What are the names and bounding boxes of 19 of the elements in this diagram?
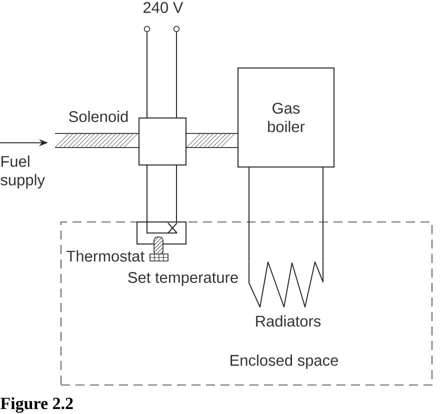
wire: [176, 32, 177, 118]
figure-caption: Figure 2.2: [0, 397, 73, 413]
fuel-label: Fuel supply: [0, 156, 45, 188]
water-pipe: [322, 167, 324, 262]
enclosure-label: Enclosed space: [230, 354, 338, 369]
wire: [146, 32, 148, 118]
thermostat-label: Thermostat: [66, 250, 144, 262]
water-pipe: [248, 167, 250, 262]
voltage-label: 240 V: [144, 2, 184, 13]
fuel-pipe: [186, 133, 238, 148]
knob-label: Set temperature: [128, 272, 238, 286]
wire: [146, 165, 148, 222]
wire: [176, 165, 177, 222]
terminal: [173, 26, 180, 32]
boiler-box: Gas boiler: [238, 68, 334, 168]
solenoid-label: Solenoid: [69, 110, 128, 122]
terminal: [144, 26, 150, 32]
fuel-pipe: [55, 133, 138, 148]
radiator-label: Radiators: [256, 315, 321, 327]
